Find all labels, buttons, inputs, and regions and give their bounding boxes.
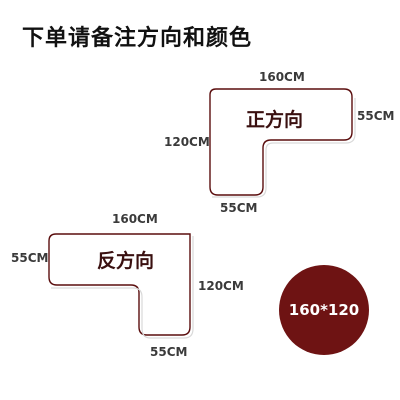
size-badge-text: 160*120: [288, 301, 360, 319]
reverse-bottom-dimension: 55CM: [150, 345, 188, 359]
forward-top-dimension: 160CM: [259, 70, 305, 84]
reverse-l-shape-shadow: [51, 236, 194, 339]
page-title: 下单请备注方向和颜色: [22, 26, 253, 51]
forward-l-shape-shadow: [212, 98, 356, 198]
forward-bottom-dimension: 55CM: [220, 201, 258, 215]
forward-direction-label: 正方向: [246, 109, 304, 131]
reverse-l-shape-outline: [48, 233, 191, 336]
size-badge: 160*120: [279, 265, 369, 355]
reverse-left-dimension: 55CM: [11, 251, 49, 265]
forward-l-shape-outline: [209, 88, 353, 196]
reverse-top-dimension: 160CM: [112, 212, 158, 226]
forward-right-dimension: 55CM: [357, 109, 395, 123]
reverse-right-dimension: 120CM: [198, 279, 244, 293]
forward-left-dimension: 120CM: [164, 135, 210, 149]
reverse-direction-label: 反方向: [97, 250, 155, 272]
